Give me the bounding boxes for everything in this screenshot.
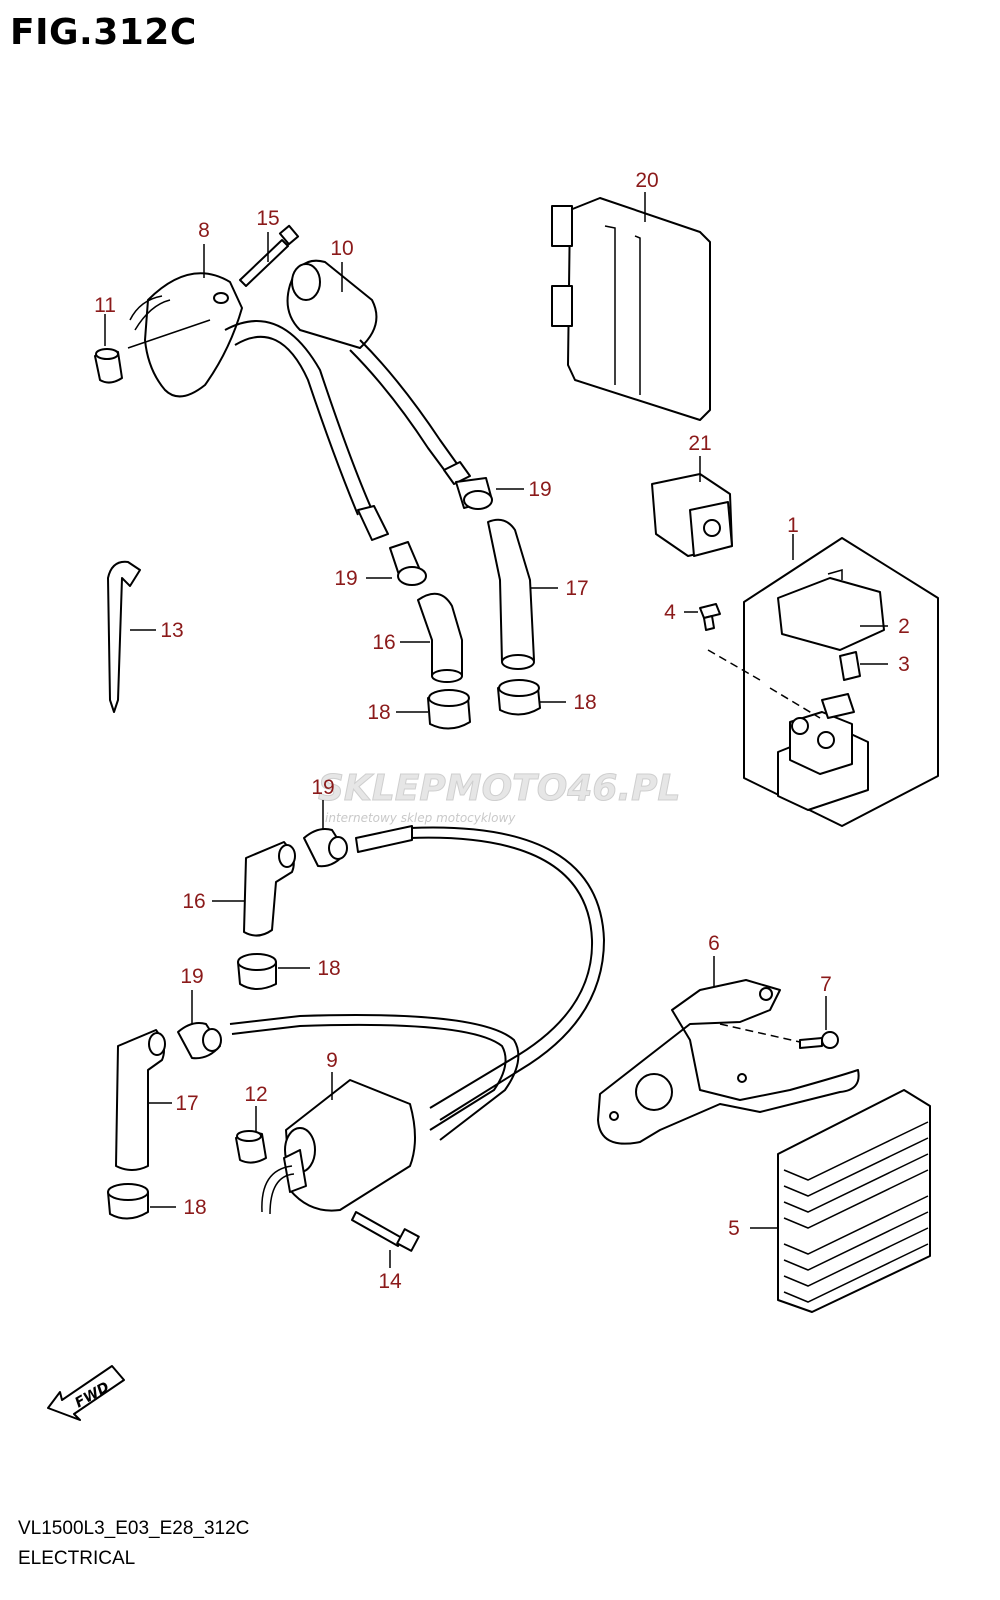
plug-cap-17-upper: [487, 518, 535, 670]
plug-cap-16-lower: [243, 841, 296, 937]
callout-19-b: 19: [334, 567, 357, 590]
callout-19-d: 19: [180, 965, 203, 988]
callout-12: 12: [244, 1083, 267, 1106]
watermark-brand: SKLEPMOTO46.PL: [318, 768, 680, 809]
callout-1: 1: [787, 514, 799, 537]
callout-labels: 1 2 3 4 5 6 7 8 9 10 11 12 13 14 15 16 1…: [94, 169, 910, 1293]
callout-16-upper: 16: [372, 631, 395, 654]
callout-11: 11: [94, 294, 116, 317]
callout-17-lower: 17: [175, 1092, 198, 1115]
figure-name: ELECTRICAL: [18, 1548, 136, 1569]
callout-9: 9: [326, 1049, 338, 1072]
ecm-20: [551, 197, 711, 421]
figure-title: FIG.312C: [10, 12, 197, 53]
plug-cap-16-upper: [417, 592, 463, 683]
callout-20: 20: [635, 169, 658, 192]
callout-5: 5: [728, 1217, 740, 1240]
regulator-5: [777, 1089, 931, 1313]
callout-19-c: 19: [311, 776, 334, 799]
upper-coil-assembly: [94, 224, 541, 730]
callout-19-a: 19: [528, 478, 551, 501]
callout-14: 14: [378, 1270, 402, 1293]
callout-18-d: 18: [183, 1196, 206, 1219]
cover-18-lower-a: [237, 953, 277, 990]
coil-9: [261, 1079, 416, 1215]
cover-18-lower-b: [107, 1183, 149, 1220]
cap-19-lower-b: [177, 1022, 222, 1060]
callout-18-c: 18: [317, 957, 340, 980]
fwd-arrow-icon: FWD: [47, 1365, 125, 1421]
bolt-7: [719, 1023, 839, 1049]
relay-21: [651, 473, 733, 557]
callout-13: 13: [160, 619, 183, 642]
callout-2: 2: [898, 615, 910, 638]
collar-11: [94, 348, 123, 384]
collar-12: [235, 1130, 267, 1164]
callout-18-a: 18: [367, 701, 390, 724]
coil-10: [286, 259, 378, 349]
leader-lines: [104, 192, 888, 1268]
callout-10: 10: [330, 237, 353, 260]
callout-3: 3: [898, 653, 910, 676]
coil-8: [127, 272, 243, 398]
plug-cap-17-lower: [115, 1029, 166, 1171]
callout-7: 7: [820, 973, 832, 996]
callout-17-upper: 17: [565, 577, 588, 600]
watermark: SKLEPMOTO46.PL internetowy sklep motocyk…: [318, 768, 681, 826]
watermark-tagline: internetowy sklep motocyklowy: [325, 811, 516, 825]
lower-coil-assembly: [107, 825, 606, 1252]
callout-6: 6: [708, 932, 720, 955]
bolt-15: [239, 224, 300, 287]
cable-tie-13: [107, 560, 141, 713]
callout-4: 4: [664, 601, 676, 624]
cap-19-upper: [455, 477, 493, 510]
callout-18-b: 18: [573, 691, 596, 714]
figure-code: VL1500L3_E03_E28_312C: [18, 1518, 250, 1539]
callout-15: 15: [256, 207, 279, 230]
cap-19-lower-a: [303, 828, 348, 868]
cover-18-upper-right: [497, 679, 541, 716]
callout-21: 21: [688, 432, 711, 455]
cap-19-lower: [389, 541, 427, 586]
bracket-6: [597, 979, 860, 1145]
bolt-14: [351, 1211, 420, 1252]
callout-8: 8: [198, 219, 210, 242]
callout-16-lower: 16: [182, 890, 205, 913]
cover-18-upper-left: [427, 689, 471, 730]
starter-relay-box-1: [699, 537, 939, 827]
